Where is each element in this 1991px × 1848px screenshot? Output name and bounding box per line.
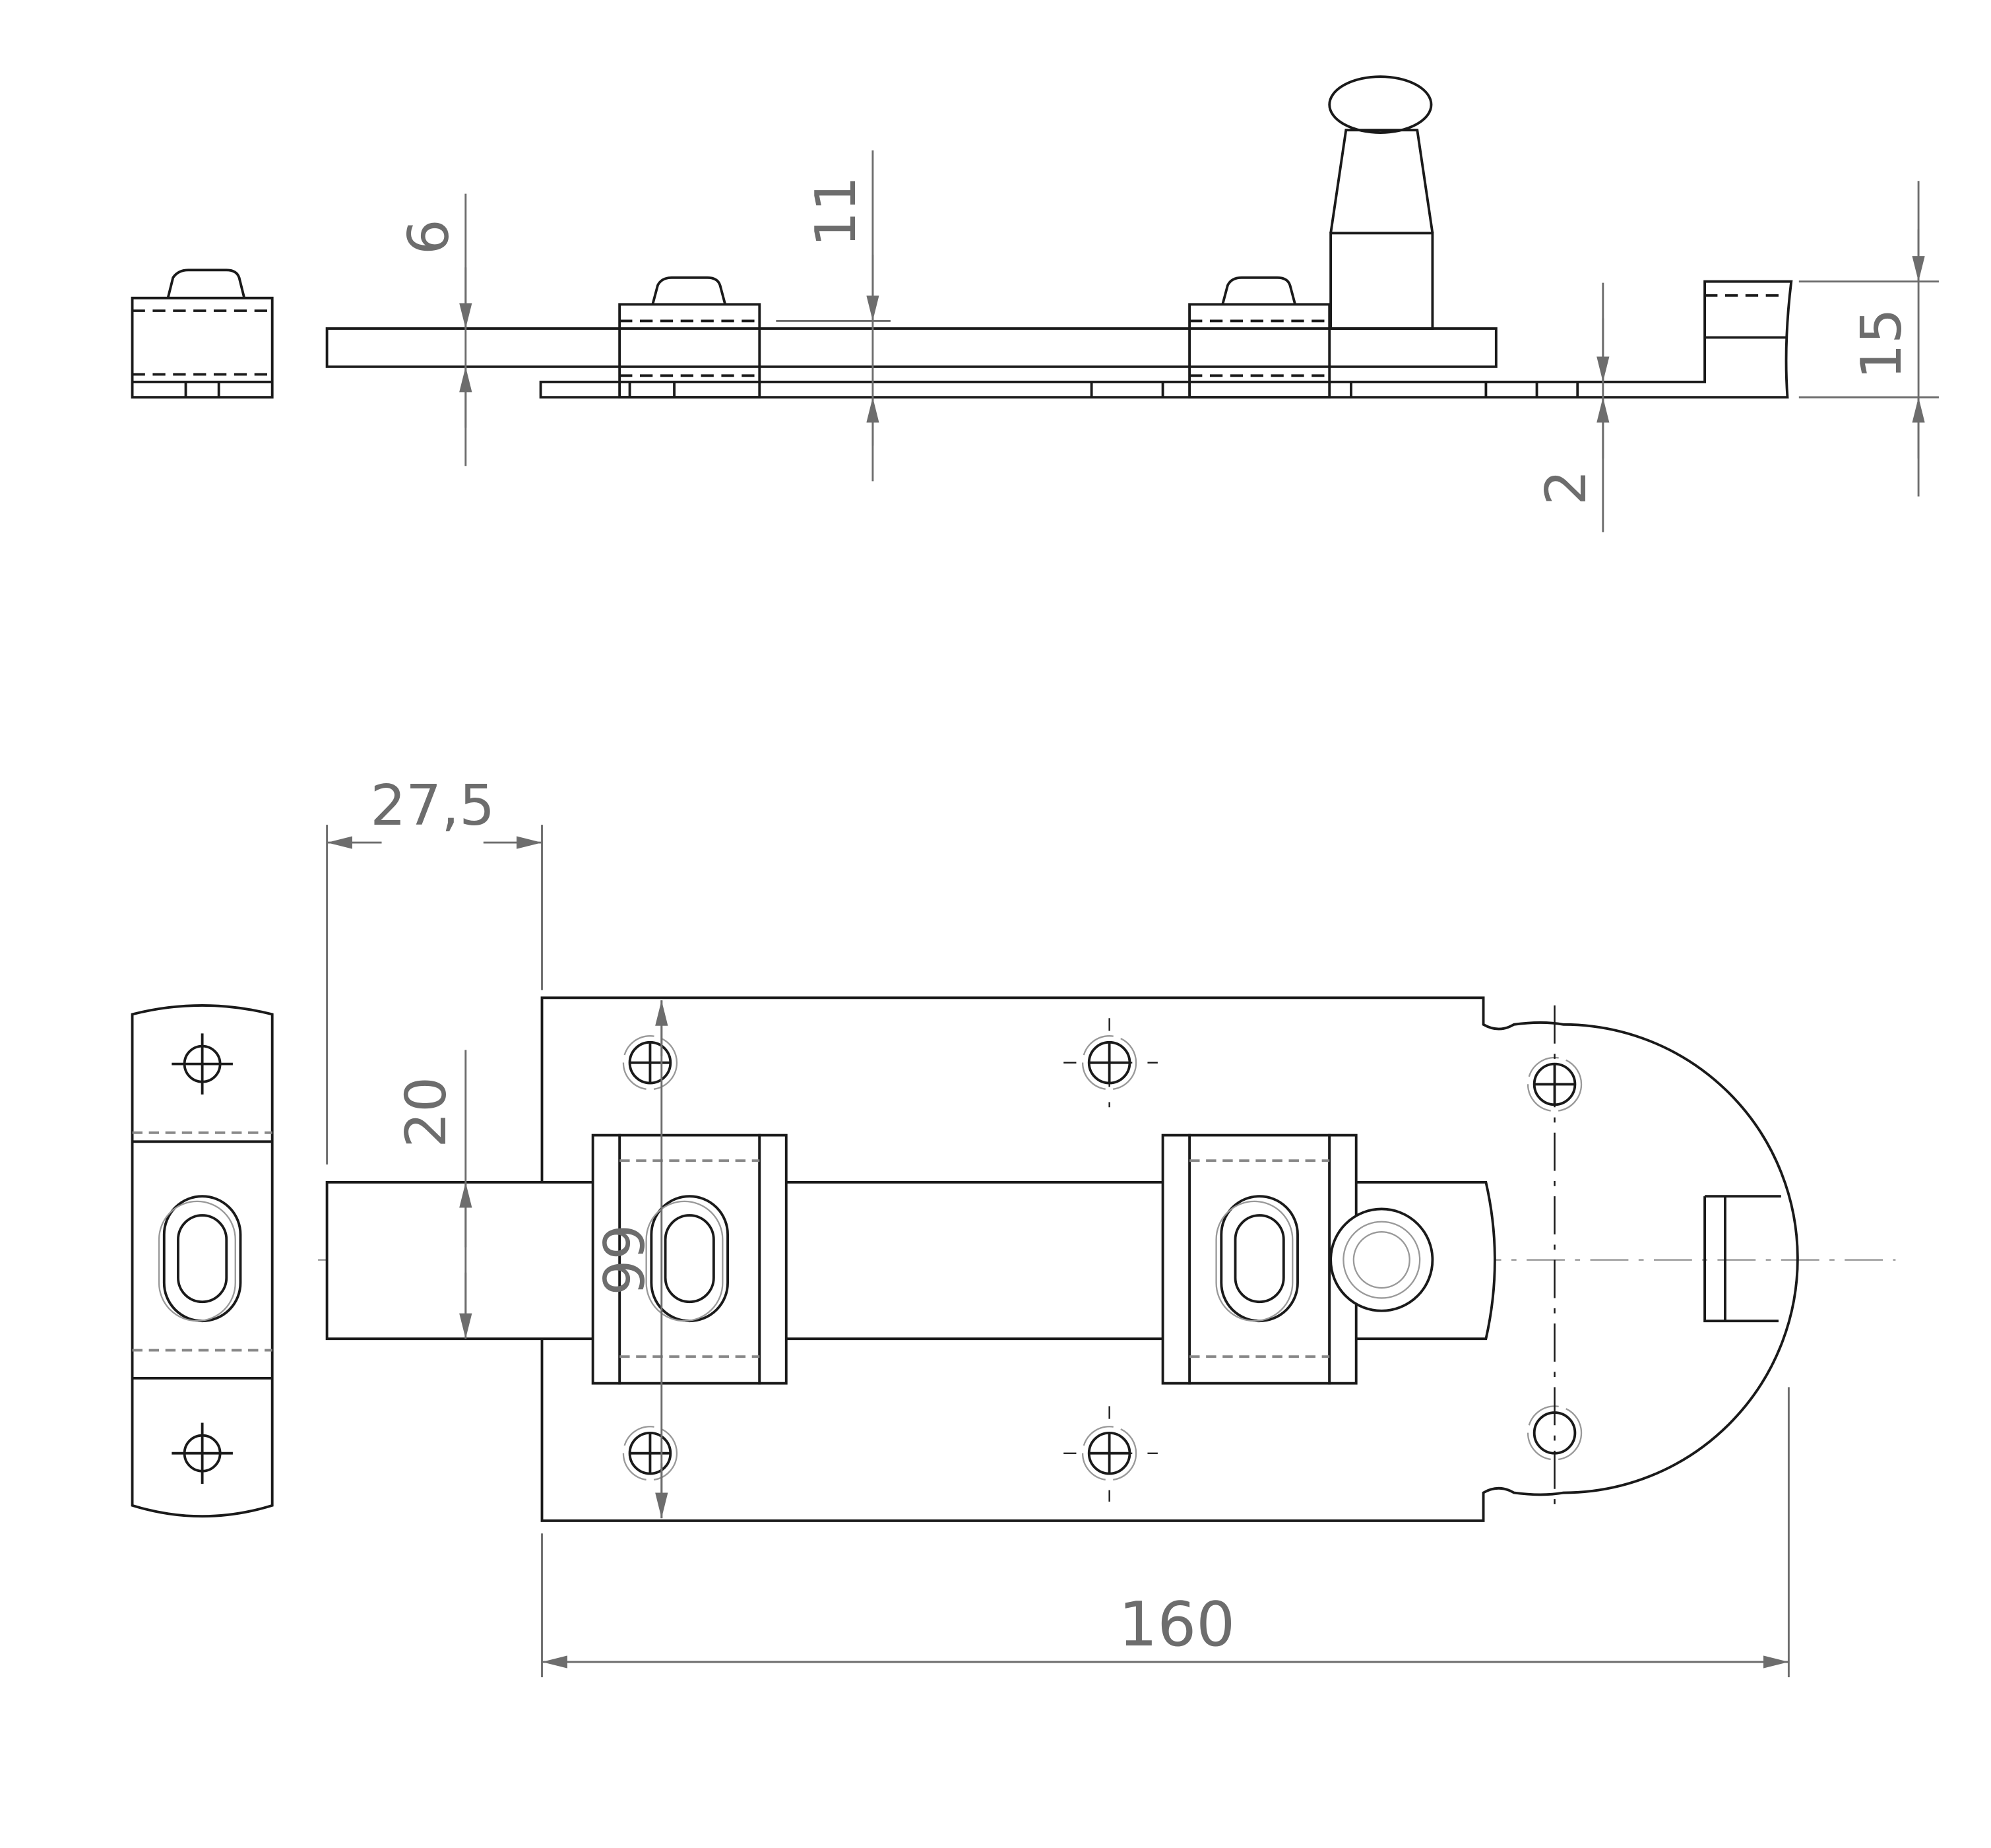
catch-tab bbox=[1703, 1195, 1781, 1323]
guide-bracket-right-front bbox=[1161, 1133, 1358, 1385]
dimension-label-20: 20 bbox=[394, 1077, 459, 1148]
guide-bracket-left-side bbox=[618, 276, 761, 399]
knob-handle-side bbox=[1328, 75, 1434, 330]
keeper-front-view bbox=[131, 1004, 274, 1518]
base-plate-side bbox=[539, 280, 1793, 399]
dimension-label-11: 11 bbox=[804, 176, 869, 247]
plate-screw-hole bbox=[622, 1426, 678, 1481]
dimension-label-66: 66 bbox=[589, 1225, 654, 1296]
side-view bbox=[131, 75, 1793, 399]
knob-top-view bbox=[1329, 1207, 1434, 1312]
guide-bracket-left-front bbox=[591, 1133, 788, 1385]
plate-screw-hole bbox=[622, 1035, 678, 1091]
dimension-label-15: 15 bbox=[1849, 308, 1914, 379]
bolt-rod-side bbox=[325, 327, 1498, 368]
dimension-label-27-5: 27,5 bbox=[370, 773, 495, 839]
dimension-label-160: 160 bbox=[1118, 1589, 1235, 1660]
dimension-label-2: 2 bbox=[1534, 470, 1599, 505]
dimension-label-6: 6 bbox=[396, 219, 462, 255]
keeper-side-view bbox=[131, 269, 274, 399]
side-view-dimensions bbox=[459, 150, 1939, 532]
front-view-dimensions bbox=[326, 825, 1790, 1678]
guide-bracket-right-side bbox=[1188, 276, 1331, 399]
